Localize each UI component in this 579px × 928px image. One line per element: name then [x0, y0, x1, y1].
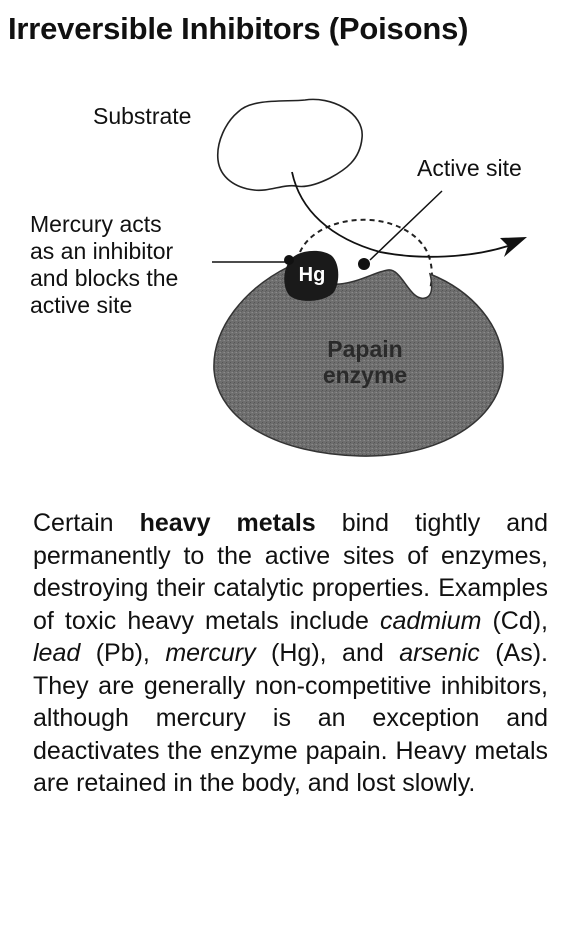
- enzyme-label: Papain enzyme: [300, 336, 430, 388]
- mercury-label-line: and blocks the: [30, 265, 179, 291]
- blocked-site-outline: [299, 218, 433, 291]
- enzyme-label-line: enzyme: [322, 362, 408, 388]
- mercury-attach-dot: [284, 255, 294, 265]
- diagram-graphic: [212, 98, 527, 457]
- mercury-label-line: active site: [30, 292, 133, 318]
- mercury-blob: [284, 250, 339, 301]
- active-site-leader: [369, 190, 443, 261]
- page-title: Irreversible Inhibitors (Poisons): [8, 11, 469, 46]
- paragraph-text: (As). They are generally non-competitive…: [33, 639, 548, 797]
- paragraph-italic-term: mercury: [165, 639, 256, 667]
- paragraph-bold-term: heavy metals: [139, 509, 316, 537]
- paragraph-italic-term: lead: [33, 639, 81, 667]
- description-paragraph: Certain heavy metals bind tightly and pe…: [33, 507, 548, 800]
- mercury-label-line: as an inhibitor: [30, 238, 174, 264]
- paragraph-text: (Cd),: [481, 606, 548, 635]
- paragraph-italic-term: cadmium: [379, 606, 482, 635]
- paragraph-text: (Pb),: [80, 639, 166, 667]
- substrate-shape: [216, 98, 363, 192]
- mercury-label: Mercury acts as an inhibitor and blocks …: [30, 211, 178, 319]
- inhibitor-diagram: Substrate Active site Mercury acts as an…: [0, 60, 579, 470]
- arrow-head: [500, 237, 527, 257]
- mercury-label-line: Mercury acts: [30, 211, 162, 237]
- active-site-label: Active site: [417, 155, 522, 181]
- hg-label: Hg: [298, 264, 326, 286]
- enzyme-label-line: Papain: [327, 336, 403, 362]
- paragraph-italic-term: arsenic: [399, 639, 480, 667]
- enzyme-shape: [213, 265, 504, 457]
- paragraph-text: (Hg), and: [255, 639, 400, 667]
- paragraph-text: bind tightly and permanently to the acti…: [33, 509, 548, 635]
- active-site-dot: [358, 258, 370, 270]
- substrate-label: Substrate: [93, 103, 192, 129]
- paragraph-text: Certain: [33, 509, 140, 537]
- deflection-arrow: [291, 171, 509, 258]
